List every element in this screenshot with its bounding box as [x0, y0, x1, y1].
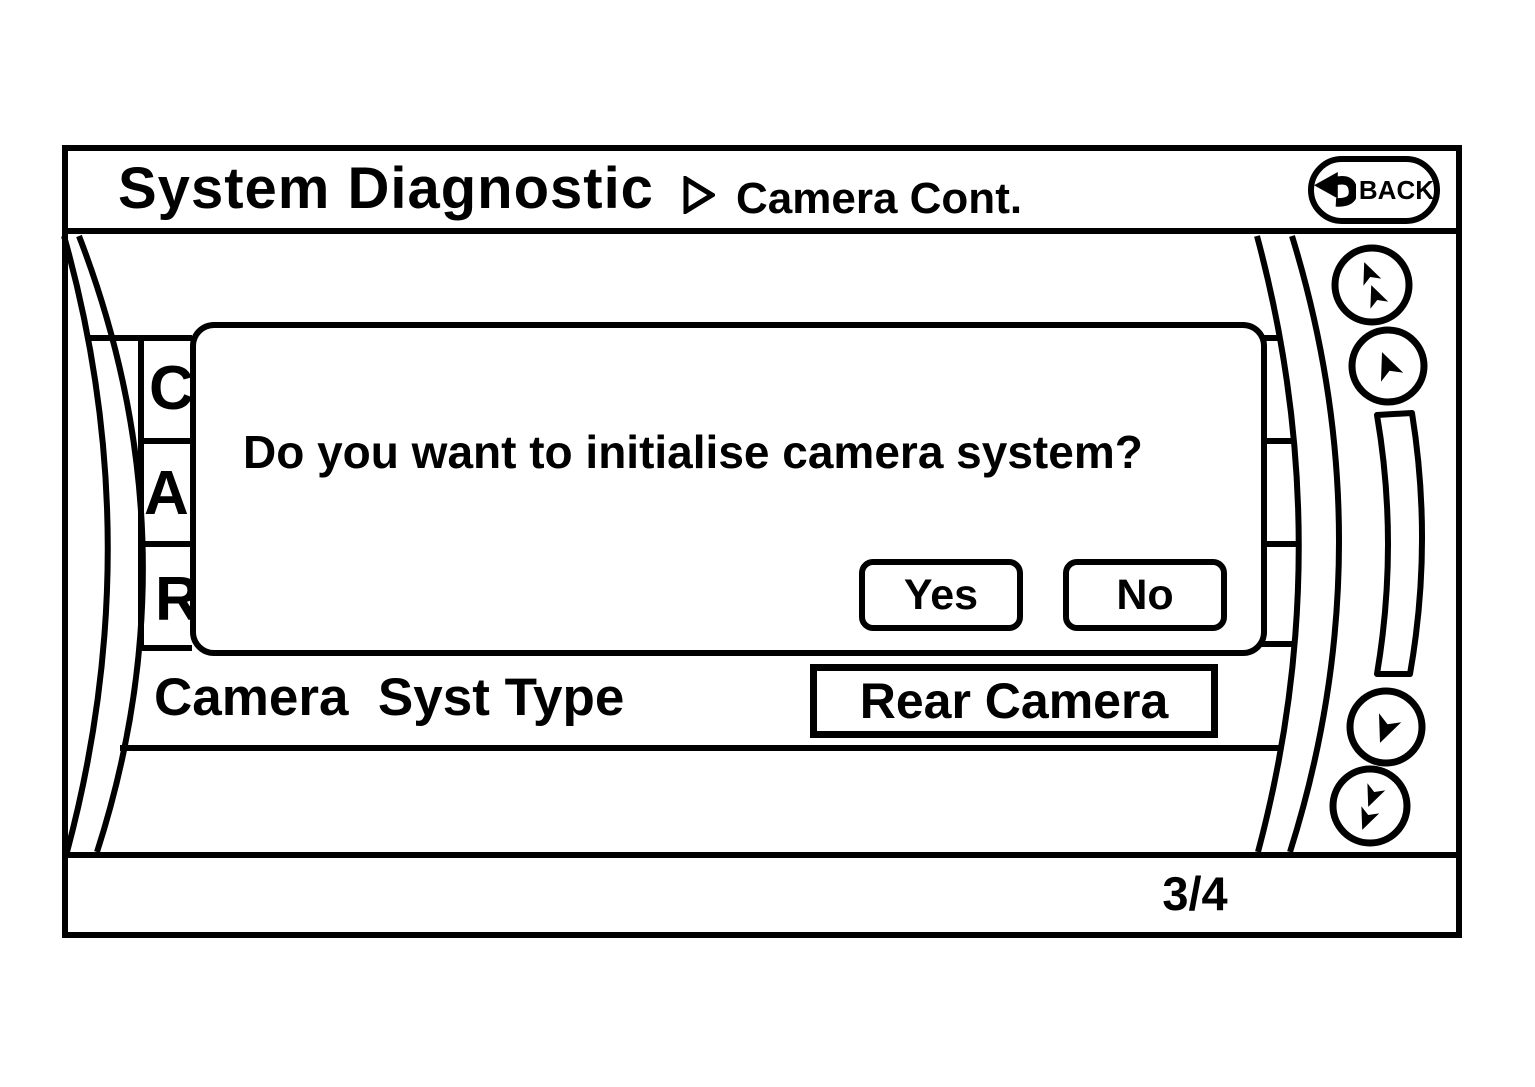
- camera-syst-type-label: Camera Syst Type: [154, 668, 625, 727]
- page-indicator: 3/4: [1162, 867, 1228, 920]
- back-button[interactable]: BACK: [1308, 156, 1440, 224]
- double-arrow-up-icon: [1363, 262, 1389, 309]
- dialog-message: Do you want to initialise camera system?: [243, 426, 1143, 478]
- page-subtitle: Camera Cont.: [736, 174, 1023, 223]
- scroll-page-up-button[interactable]: [1331, 244, 1413, 326]
- back-curved-arrow-icon: [1314, 171, 1356, 207]
- scroll-page-down-button[interactable]: [1329, 765, 1411, 847]
- right-triangle-icon: [683, 176, 715, 214]
- right-accent-arc-outer: [1287, 235, 1342, 853]
- list-item-fragment-1[interactable]: C: [149, 354, 194, 423]
- left-accent-arc-outer: [61, 235, 111, 853]
- scroll-up-button[interactable]: [1348, 326, 1428, 406]
- list-item-fragment-2[interactable]: A: [144, 459, 189, 528]
- back-button-label: BACK: [1358, 174, 1434, 205]
- page-title: System Diagnostic: [118, 156, 654, 221]
- initialise-camera-dialog: Do you want to initialise camera system?…: [190, 322, 1267, 656]
- title-bar: [62, 145, 1462, 234]
- arrow-up-icon: [1380, 352, 1404, 382]
- double-arrow-down-icon: [1361, 783, 1386, 830]
- yes-button[interactable]: Yes: [859, 559, 1023, 631]
- rear-camera-value-button[interactable]: Rear Camera: [810, 664, 1218, 738]
- no-button[interactable]: No: [1063, 559, 1227, 631]
- arrow-down-icon: [1378, 713, 1402, 743]
- scrollbar-thumb[interactable]: [1374, 410, 1426, 677]
- scroll-down-button[interactable]: [1346, 687, 1426, 767]
- status-bar: [62, 852, 1462, 938]
